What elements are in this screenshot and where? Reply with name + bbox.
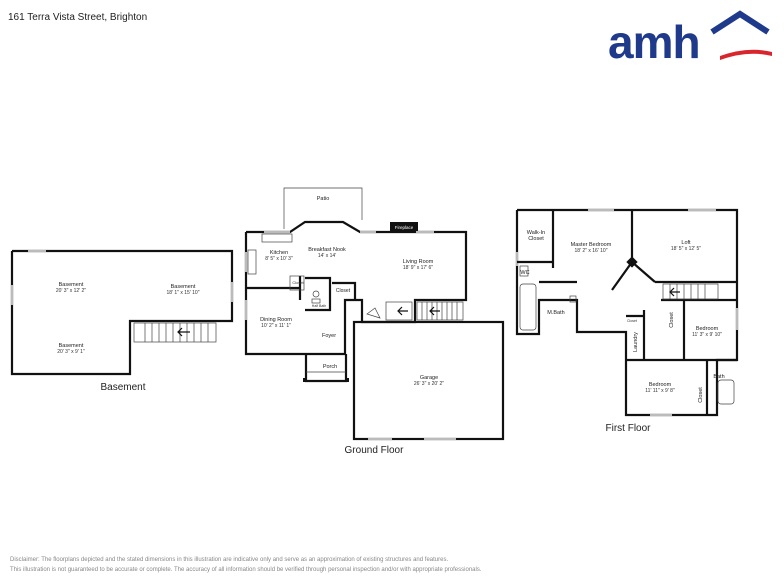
room-label: Patio: [317, 196, 330, 202]
room-label: Basement: [59, 282, 84, 288]
room-dims: 20' 3" x 9' 1": [57, 349, 85, 355]
ground-floor-plan: Fireplace: [244, 187, 505, 456]
room-label: Bedroom: [649, 382, 672, 388]
room-label: Bedroom: [696, 326, 719, 332]
room-label: Half Bath: [312, 304, 326, 308]
room-label: Basement: [171, 284, 196, 290]
room-label: Closet: [698, 387, 704, 403]
disclaimer-line-1: Disclaimer: The floorplans depicted and …: [10, 557, 449, 563]
room-label: Laundry: [633, 332, 639, 352]
floor-title-first: First Floor: [606, 423, 652, 434]
room-label: Master Bedroom: [571, 242, 612, 248]
room-label: WC: [520, 270, 529, 276]
room-label: Living Room: [403, 259, 434, 265]
room-label: Foyer: [322, 333, 336, 339]
room-label: Breakfast Nook: [308, 247, 346, 253]
room-label: Closet: [528, 236, 544, 242]
room-label: Porch: [323, 364, 337, 370]
basement-plan: Basement 20' 3" x 12' 2" Basement 18' 1"…: [10, 249, 234, 393]
fireplace-block: [390, 222, 418, 231]
logo-text: amh: [608, 16, 700, 65]
room-label: Closet: [336, 288, 351, 294]
amh-logo: amh: [608, 10, 772, 65]
stairs-arrow-icon: [177, 327, 190, 337]
ground-stairs: [366, 301, 464, 321]
first-floor-stairs: [662, 283, 719, 300]
stairs-arrow-icon: [397, 306, 408, 316]
room-dims: 26' 3" x 20' 2": [414, 381, 444, 387]
first-floor-plan: Walk-In Closet Master Bedroom 18' 2" x 1…: [515, 208, 739, 434]
room-label: Kitchen: [270, 250, 288, 256]
room-label: Loft: [681, 240, 691, 246]
room-label: Bath: [713, 374, 724, 380]
stairs-arrow-icon: [669, 287, 680, 297]
room-label: Walk-In: [527, 230, 545, 236]
property-address: 161 Terra Vista Street, Brighton: [8, 12, 148, 23]
room-dims: 18' 9" x 17' 6": [403, 265, 433, 271]
room-dims: 11' 3" x 9' 10": [692, 332, 722, 338]
room-label: Closet: [292, 280, 304, 285]
house-roof-icon: [710, 10, 770, 35]
stairs-arrow-icon: [429, 306, 440, 316]
floor-title-ground: Ground Floor: [345, 445, 405, 456]
room-dims: 18' 5" x 12' 5": [671, 246, 701, 252]
basement-stairs: [133, 322, 217, 343]
floor-title-basement: Basement: [100, 382, 145, 393]
room-dims: 14' x 14': [318, 253, 336, 259]
room-label: Garage: [420, 375, 438, 381]
room-dims: 10' 2" x 11' 1": [261, 323, 291, 329]
room-dims: 18' 2" x 16' 10": [575, 248, 608, 254]
disclaimer-line-2: This illustration is not guaranteed to b…: [10, 567, 482, 573]
room-label: Closet: [627, 319, 637, 323]
room-dims: 18' 1" x 15' 10": [167, 290, 200, 296]
logo-swoosh: [720, 49, 772, 60]
room-dims: 8' 5" x 10' 3": [265, 256, 293, 262]
room-label: Basement: [59, 343, 84, 349]
room-label: Closet: [669, 312, 675, 328]
room-dims: 20' 3" x 12' 2": [56, 288, 86, 294]
room-label: Dining Room: [260, 317, 292, 323]
room-dims: 11' 11" x 9' 8": [645, 388, 675, 394]
room-label: Fireplace: [395, 225, 414, 230]
room-label: M.Bath: [547, 310, 564, 316]
